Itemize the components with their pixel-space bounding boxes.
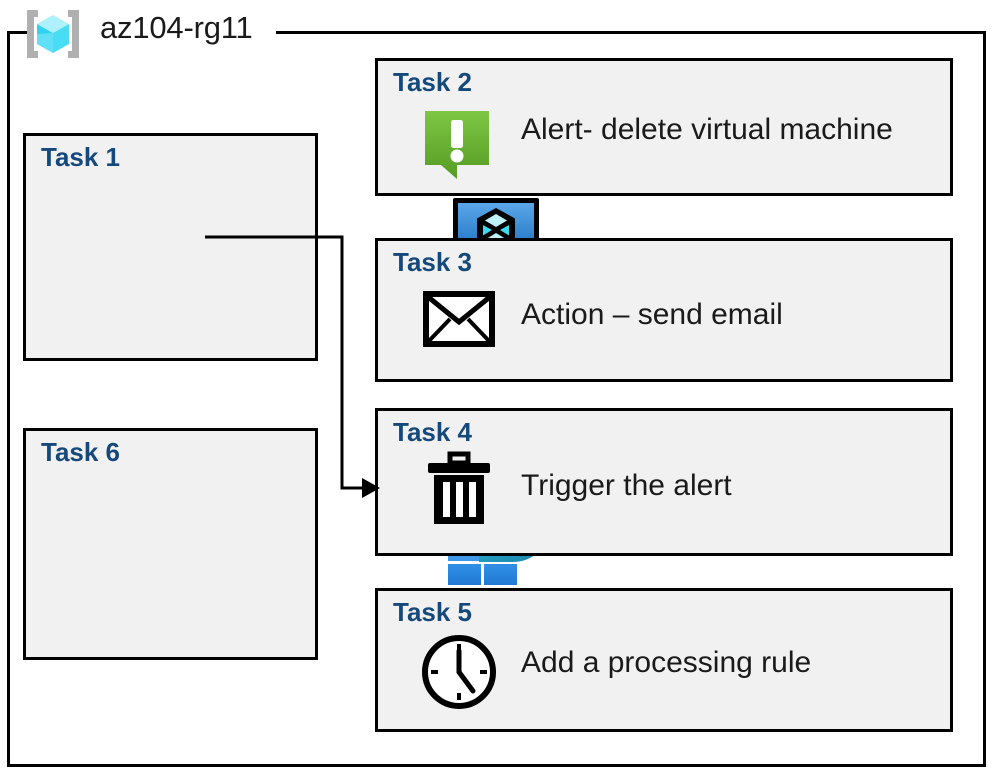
alert-exclamation-icon [423, 109, 491, 181]
task-card-2[interactable]: Task 2 Alert- delete virtual machine [375, 58, 953, 196]
resource-group-border-top-left [7, 31, 27, 34]
task-card-2-text: Alert- delete virtual machine [521, 113, 893, 146]
resource-group-title: az104-rg11 [100, 10, 253, 45]
envelope-icon [423, 291, 495, 347]
task-card-4-label: Task 4 [393, 417, 473, 447]
task-card-5-text: Add a processing rule [521, 646, 812, 679]
clock-icon [420, 633, 498, 711]
trash-delete-icon [426, 451, 492, 527]
task-card-4[interactable]: Task 4 Trigger the alert [375, 408, 953, 556]
task-card-3[interactable]: Task 3 Action – send email [375, 238, 953, 382]
task-card-3-text: Action – send email [521, 298, 783, 331]
task-card-5[interactable]: Task 5 Add a processing rule [375, 588, 953, 732]
task-card-4-text: Trigger the alert [521, 469, 732, 502]
task-card-6-label: Task 6 [41, 437, 121, 467]
task-card-5-label: Task 5 [393, 597, 473, 627]
task-card-2-label: Task 2 [393, 67, 473, 97]
resource-group-cube-icon [22, 8, 84, 60]
resource-group-border [7, 33, 986, 767]
resource-group-border-top-right [276, 31, 986, 34]
task-card-1-label: Task 1 [41, 142, 121, 172]
task-card-3-label: Task 3 [393, 247, 473, 277]
